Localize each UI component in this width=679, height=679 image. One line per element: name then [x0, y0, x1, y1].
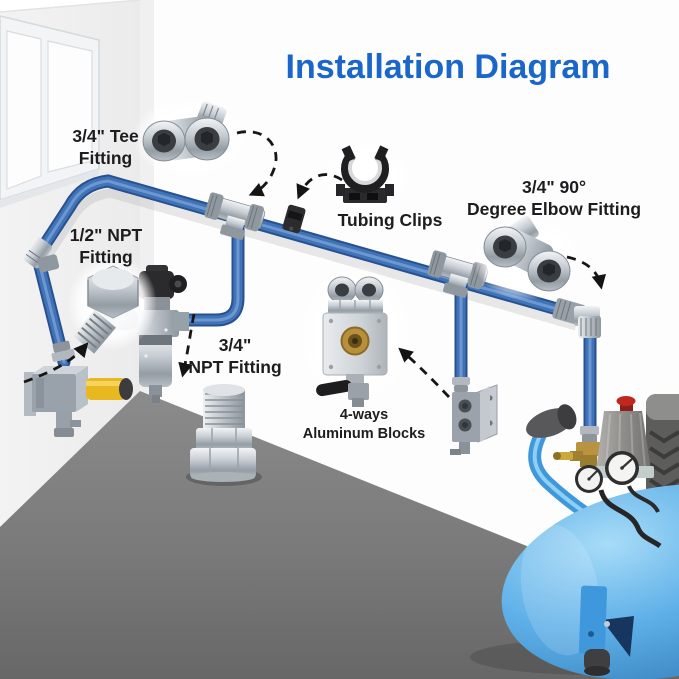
air-compressor — [470, 394, 679, 679]
tee-fitting-on-pipe-1 — [204, 192, 266, 240]
arrow-to-aluminum-block — [398, 347, 451, 398]
elbow-fitting-on-pipe — [552, 298, 601, 338]
annotation-arrows — [23, 130, 606, 398]
npt-three-quarter-fitting-product-image — [186, 384, 262, 486]
front-wall — [140, 0, 679, 607]
label-npt-half-fitting: 1/2" NPT Fitting — [36, 224, 176, 269]
blue-tubing-run — [33, 174, 597, 443]
red-button — [616, 396, 636, 406]
hoses — [598, 485, 662, 549]
arrow-to-elbow-fitting — [566, 255, 606, 290]
label-elbow-fitting: 3/4" 90° Degree Elbow Fitting — [456, 176, 652, 221]
tee-fitting-product-image — [132, 98, 248, 178]
tank-leg — [578, 585, 634, 676]
label-line: 3/4" 90° — [522, 177, 586, 197]
pressure-gauge-left — [575, 465, 603, 493]
window-sill — [0, 169, 99, 208]
page-title: Installation Diagram — [285, 48, 611, 86]
label-line: 3/4" — [218, 335, 252, 355]
label-line: Degree Elbow Fitting — [466, 199, 642, 220]
wall-block-right — [450, 377, 498, 455]
elbow-fitting-product-image — [472, 215, 582, 300]
label-line: Aluminum Blocks — [302, 425, 426, 442]
tubing-clip-on-pipe — [282, 204, 306, 234]
quick-coupler-yellow — [86, 378, 133, 400]
tank-inlet-fittings — [553, 426, 602, 467]
ceiling-edge — [0, 0, 141, 13]
tubing-clip-product-image — [320, 144, 410, 210]
drain-block-with-coupler — [24, 340, 133, 437]
label-tee-fitting: 3/4" Tee Fitting — [33, 125, 178, 170]
label-aluminum-blocks: 4-ways Aluminum Blocks — [290, 406, 438, 443]
arrow-to-npt-half-fitting — [23, 342, 89, 384]
label-tubing-clips: Tubing Clips — [325, 209, 455, 231]
elbow-fitting-left-wall — [22, 236, 60, 273]
window — [0, 15, 100, 208]
label-line: 3/4" Tee — [72, 126, 139, 146]
label-line: 1/2" NPT — [69, 225, 143, 245]
pipe-shadow — [38, 188, 578, 331]
label-line: Fitting — [78, 148, 133, 169]
tee-fitting-on-pipe-2 — [427, 250, 489, 298]
arrow-to-npt-three-quarter-fitting — [178, 313, 196, 378]
label-line: 4-ways — [339, 407, 389, 423]
npt-half-fitting-product-image — [67, 255, 157, 354]
label-line: NPT Fitting — [188, 357, 282, 378]
motor — [646, 394, 679, 508]
arrow-to-tubing-clip — [296, 173, 343, 200]
pressure-gauge-right — [605, 451, 639, 485]
label-line: Tubing Clips — [337, 210, 443, 230]
aluminum-block-product-image — [298, 265, 414, 407]
label-line: Fitting — [79, 247, 133, 268]
arrow-to-tee-fitting — [236, 130, 278, 197]
label-npt-three-quarter-fitting: 3/4" NPT Fitting — [166, 334, 304, 379]
